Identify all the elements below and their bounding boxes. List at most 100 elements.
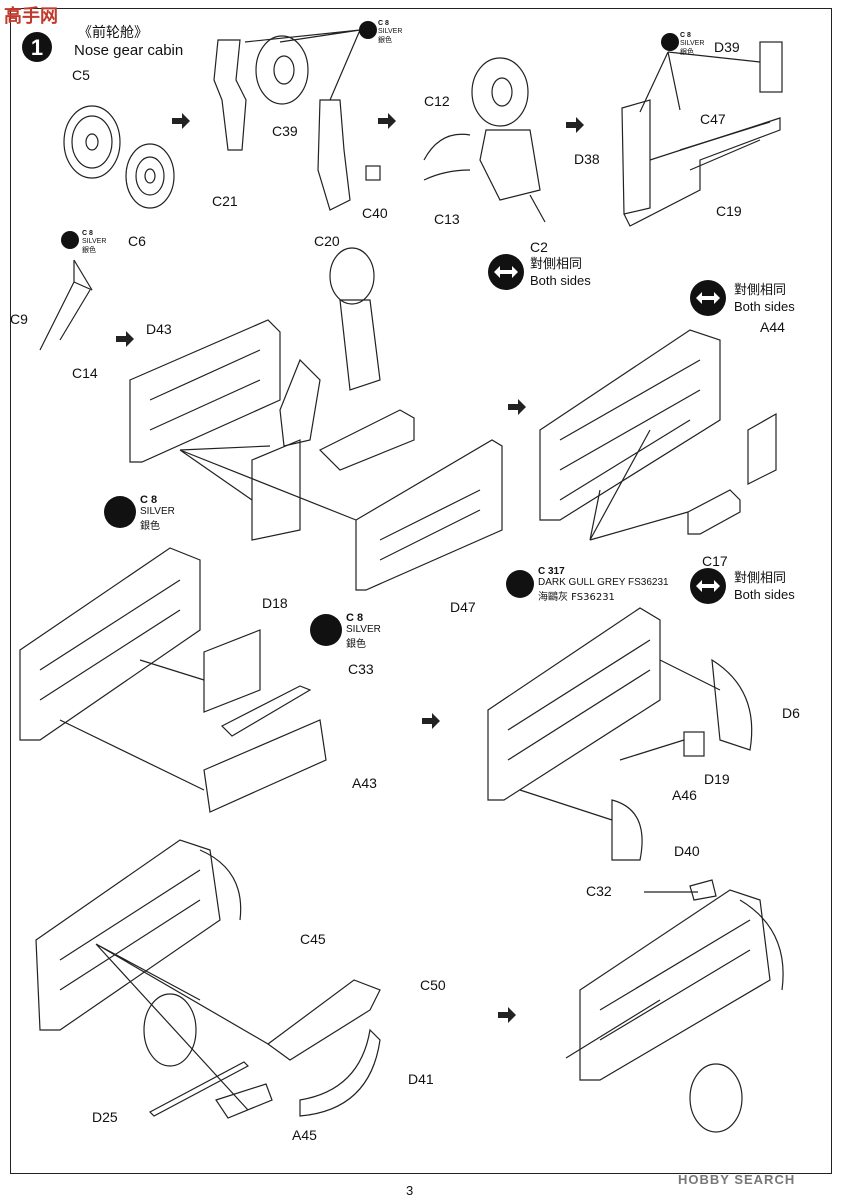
paint-code: C 8 (82, 230, 93, 237)
struts-c9-c14 (39, 281, 93, 351)
page-frame (10, 8, 832, 1174)
assembled-bay-1 (539, 329, 777, 535)
part-d18-shape (203, 629, 261, 713)
paint-code: C 8 (680, 32, 691, 39)
part-c50-shape (266, 979, 381, 1061)
part-label: D25 (92, 1109, 118, 1125)
paint-name-cn: 海鷗灰 FS36231 (538, 592, 615, 603)
bay-sidewall (251, 439, 301, 541)
assembled-bay-4 (35, 839, 242, 1067)
paint-brush-icons (61, 21, 679, 646)
part-label: C47 (700, 111, 726, 127)
part-label: D18 (262, 595, 288, 611)
both-sides-en: Both sides (530, 273, 591, 288)
both-sides-en: Both sides (734, 587, 795, 602)
paint-callout-silver-3: C 8 SILVER 銀色 (82, 230, 106, 254)
part-label: D38 (574, 151, 600, 167)
paint-name-cn: 銀色 (346, 639, 366, 650)
strut-c21 (213, 39, 247, 151)
both-sides-note-1: 對側相同 Both sides (530, 258, 591, 288)
paint-name-en: SILVER (82, 238, 107, 245)
both-sides-cn: 對側相同 (734, 283, 787, 298)
part-label: C33 (348, 661, 374, 677)
part-label: D47 (450, 599, 476, 615)
paint-name-en: SILVER (140, 506, 175, 517)
both-sides-en: Both sides (734, 299, 795, 314)
part-label: C40 (362, 205, 388, 221)
part-label: D6 (782, 705, 800, 721)
wheel-main-3 (329, 247, 381, 391)
part-label: C12 (424, 93, 450, 109)
paint-callout-silver-5: C 8 SILVER 銀色 (346, 612, 381, 650)
paint-callout-gull-grey: C 317 DARK GULL GREY FS36231 海鷗灰 FS36231 (538, 566, 669, 603)
strut-assembly-2 (479, 129, 541, 201)
part-label: C39 (272, 123, 298, 139)
paint-code: C 8 (378, 20, 389, 27)
wheel-main-2 (471, 57, 529, 127)
part-c40-shape (365, 165, 381, 181)
part-label: C32 (586, 883, 612, 899)
part-label: C5 (72, 67, 90, 83)
both-sides-symbols (488, 254, 726, 604)
part-label: C6 (128, 233, 146, 249)
wheel-main-1 (255, 35, 309, 105)
paint-name-cn: 銀色 (82, 246, 96, 254)
wheel-c5 (63, 105, 121, 179)
part-label: A44 (760, 319, 785, 335)
wheel-c6 (125, 143, 175, 209)
page-number: 3 (406, 1183, 414, 1198)
part-label: C14 (72, 365, 98, 381)
part-label: C50 (420, 977, 446, 993)
paint-callout-silver-1: C 8 SILVER 銀色 (378, 20, 402, 44)
part-label: D41 (408, 1071, 434, 1087)
strut-c20 (317, 99, 351, 211)
step-number: 1 (30, 35, 44, 60)
both-sides-note-2: 對側相同 Both sides (734, 284, 795, 314)
both-sides-cn: 對側相同 (734, 571, 787, 586)
step-title-en: Nose gear cabin (74, 42, 184, 59)
floor-insert (318, 409, 415, 471)
part-label: A43 (352, 775, 377, 791)
bay-insert (279, 358, 321, 447)
paint-name-cn: 銀色 (680, 48, 694, 56)
part-label: C13 (434, 211, 460, 227)
both-sides-note-3: 對側相同 Both sides (734, 572, 795, 602)
step-title-cn: 《前轮舱》 (78, 25, 148, 41)
paint-name-en: SILVER (680, 40, 705, 47)
part-label: D43 (146, 321, 172, 337)
bay-frame-c19 (621, 41, 783, 227)
part-c33-shape (220, 685, 312, 737)
watermark-logo: 高手网 (4, 6, 58, 27)
part-a45-shape (215, 1083, 273, 1119)
paint-code: C 8 (140, 494, 158, 506)
assembled-bay-2 (19, 547, 201, 741)
part-label: D40 (674, 843, 700, 859)
part-d41-shape (299, 1028, 381, 1117)
both-sides-cn: 對側相同 (530, 257, 583, 272)
assembled-bay-5 (565, 879, 784, 1133)
part-label: D19 (704, 771, 730, 787)
part-d25-shape (149, 1061, 249, 1117)
part-label: C20 (314, 233, 340, 249)
part-label: D39 (714, 39, 740, 55)
panel-d47 (355, 439, 503, 591)
part-label: A45 (292, 1127, 317, 1143)
assembled-bay-3 (487, 607, 753, 861)
paint-name-cn: 銀色 (378, 36, 392, 44)
watermark-hobby-search: HOBBY SEARCH (678, 1172, 796, 1187)
paint-callout-silver-2: C 8 SILVER 銀色 (680, 32, 704, 56)
part-label: C19 (716, 203, 742, 219)
step-arrows (116, 113, 584, 1023)
part-a43-shape (203, 719, 327, 813)
paint-name-cn: 銀色 (140, 521, 160, 532)
paint-name-en: SILVER (346, 624, 381, 635)
part-label: C9 (10, 311, 28, 327)
part-label: A46 (672, 787, 697, 803)
part-label: C2 (530, 239, 548, 255)
paint-callout-silver-4: C 8 SILVER 銀色 (140, 494, 175, 532)
paint-name-en: DARK GULL GREY FS36231 (538, 577, 669, 588)
part-label: C21 (212, 193, 238, 209)
paint-code: C 317 (538, 566, 565, 577)
part-label: C45 (300, 931, 326, 947)
